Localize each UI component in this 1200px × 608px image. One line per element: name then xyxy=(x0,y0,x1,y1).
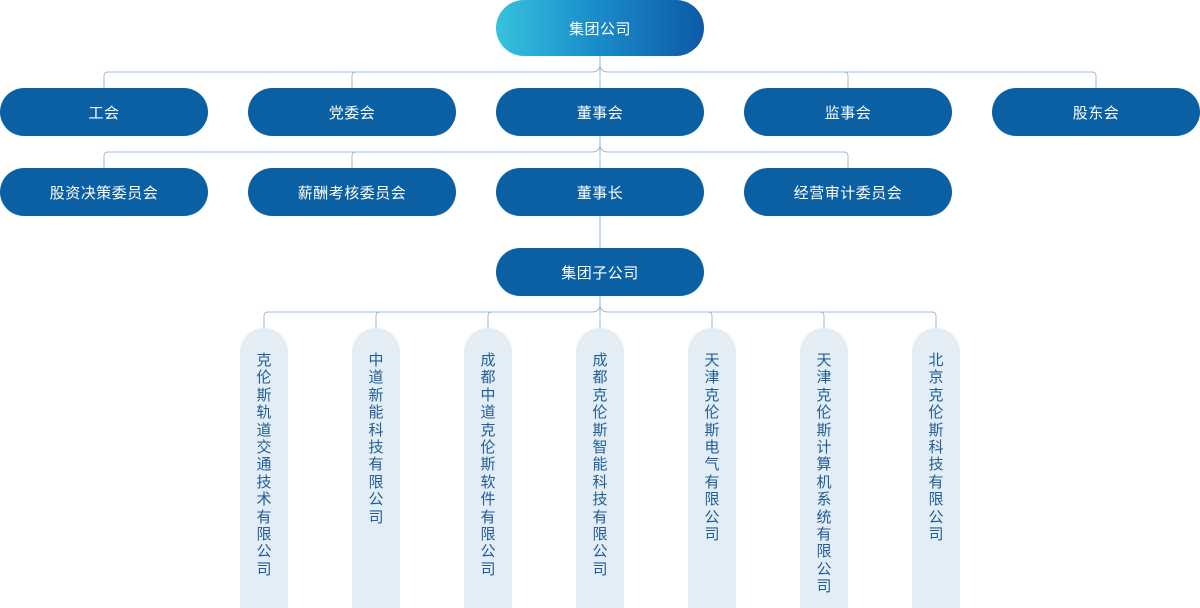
supervisory-board-node: 监事会 xyxy=(744,88,952,136)
remuneration-committee-node: 薪酬考核委员会 xyxy=(248,168,456,216)
subsidiary-name: 北京克伦斯科技有限公司 xyxy=(928,351,944,544)
group-company-label: 集团公司 xyxy=(568,19,631,38)
chairman-node: 董事长 xyxy=(496,168,704,216)
board-of-directors-node: 董事会 xyxy=(496,88,704,136)
subsidiary-name: 中道新能科技有限公司 xyxy=(368,351,384,526)
party-committee-label: 党委会 xyxy=(328,103,376,122)
labor-union-node: 工会 xyxy=(0,88,208,136)
party-committee-node: 党委会 xyxy=(248,88,456,136)
subsidiary-hub-node: 集团子公司 xyxy=(496,248,704,296)
remuneration-committee-label: 薪酬考核委员会 xyxy=(297,183,407,202)
connector-to-party xyxy=(351,71,357,88)
subsidiary-name: 天津克伦斯计算机系统有限公司 xyxy=(816,351,832,596)
subsidiary-column: 成都中道克伦斯软件有限公司 xyxy=(464,328,512,608)
connector-hub-bus xyxy=(263,296,937,328)
audit-committee-node: 经营审计委员会 xyxy=(744,168,952,216)
shareholders-meeting-node: 股东会 xyxy=(992,88,1200,136)
connector-to-subsidiary-5 xyxy=(707,311,713,328)
connector-to-subsidiary-6 xyxy=(819,311,825,328)
subsidiary-column: 天津克伦斯计算机系统有限公司 xyxy=(800,328,848,608)
investment-committee-label: 股资决策委员会 xyxy=(49,183,159,202)
shareholders-meeting-label: 股东会 xyxy=(1072,103,1120,122)
labor-union-label: 工会 xyxy=(88,103,120,122)
subsidiary-hub-label: 集团子公司 xyxy=(561,263,639,282)
subsidiary-column: 中道新能科技有限公司 xyxy=(352,328,400,608)
subsidiary-name: 成都克伦斯智能科技有限公司 xyxy=(592,351,608,578)
audit-committee-label: 经营审计委员会 xyxy=(793,183,903,202)
supervisory-board-label: 监事会 xyxy=(824,103,872,122)
investment-committee-node: 股资决策委员会 xyxy=(0,168,208,216)
connector-root-bus xyxy=(103,56,1097,88)
subsidiary-column: 天津克伦斯电气有限公司 xyxy=(688,328,736,608)
subsidiary-column: 克伦斯轨道交通技术有限公司 xyxy=(240,328,288,608)
subsidiary-name: 天津克伦斯电气有限公司 xyxy=(704,351,720,544)
connector-to-remuneration xyxy=(351,151,357,168)
board-of-directors-label: 董事会 xyxy=(576,103,624,122)
group-company-node: 集团公司 xyxy=(496,0,704,56)
subsidiary-column: 成都克伦斯智能科技有限公司 xyxy=(576,328,624,608)
chairman-label: 董事长 xyxy=(576,183,624,202)
connector-to-supervisors xyxy=(843,71,849,88)
subsidiary-name: 克伦斯轨道交通技术有限公司 xyxy=(256,351,272,578)
subsidiary-column: 北京克伦斯科技有限公司 xyxy=(912,328,960,608)
connector-to-subsidiary-3 xyxy=(487,311,493,328)
connector-to-subsidiary-2 xyxy=(375,311,381,328)
connector-board-bus xyxy=(103,136,849,168)
subsidiary-name: 成都中道克伦斯软件有限公司 xyxy=(480,351,496,578)
